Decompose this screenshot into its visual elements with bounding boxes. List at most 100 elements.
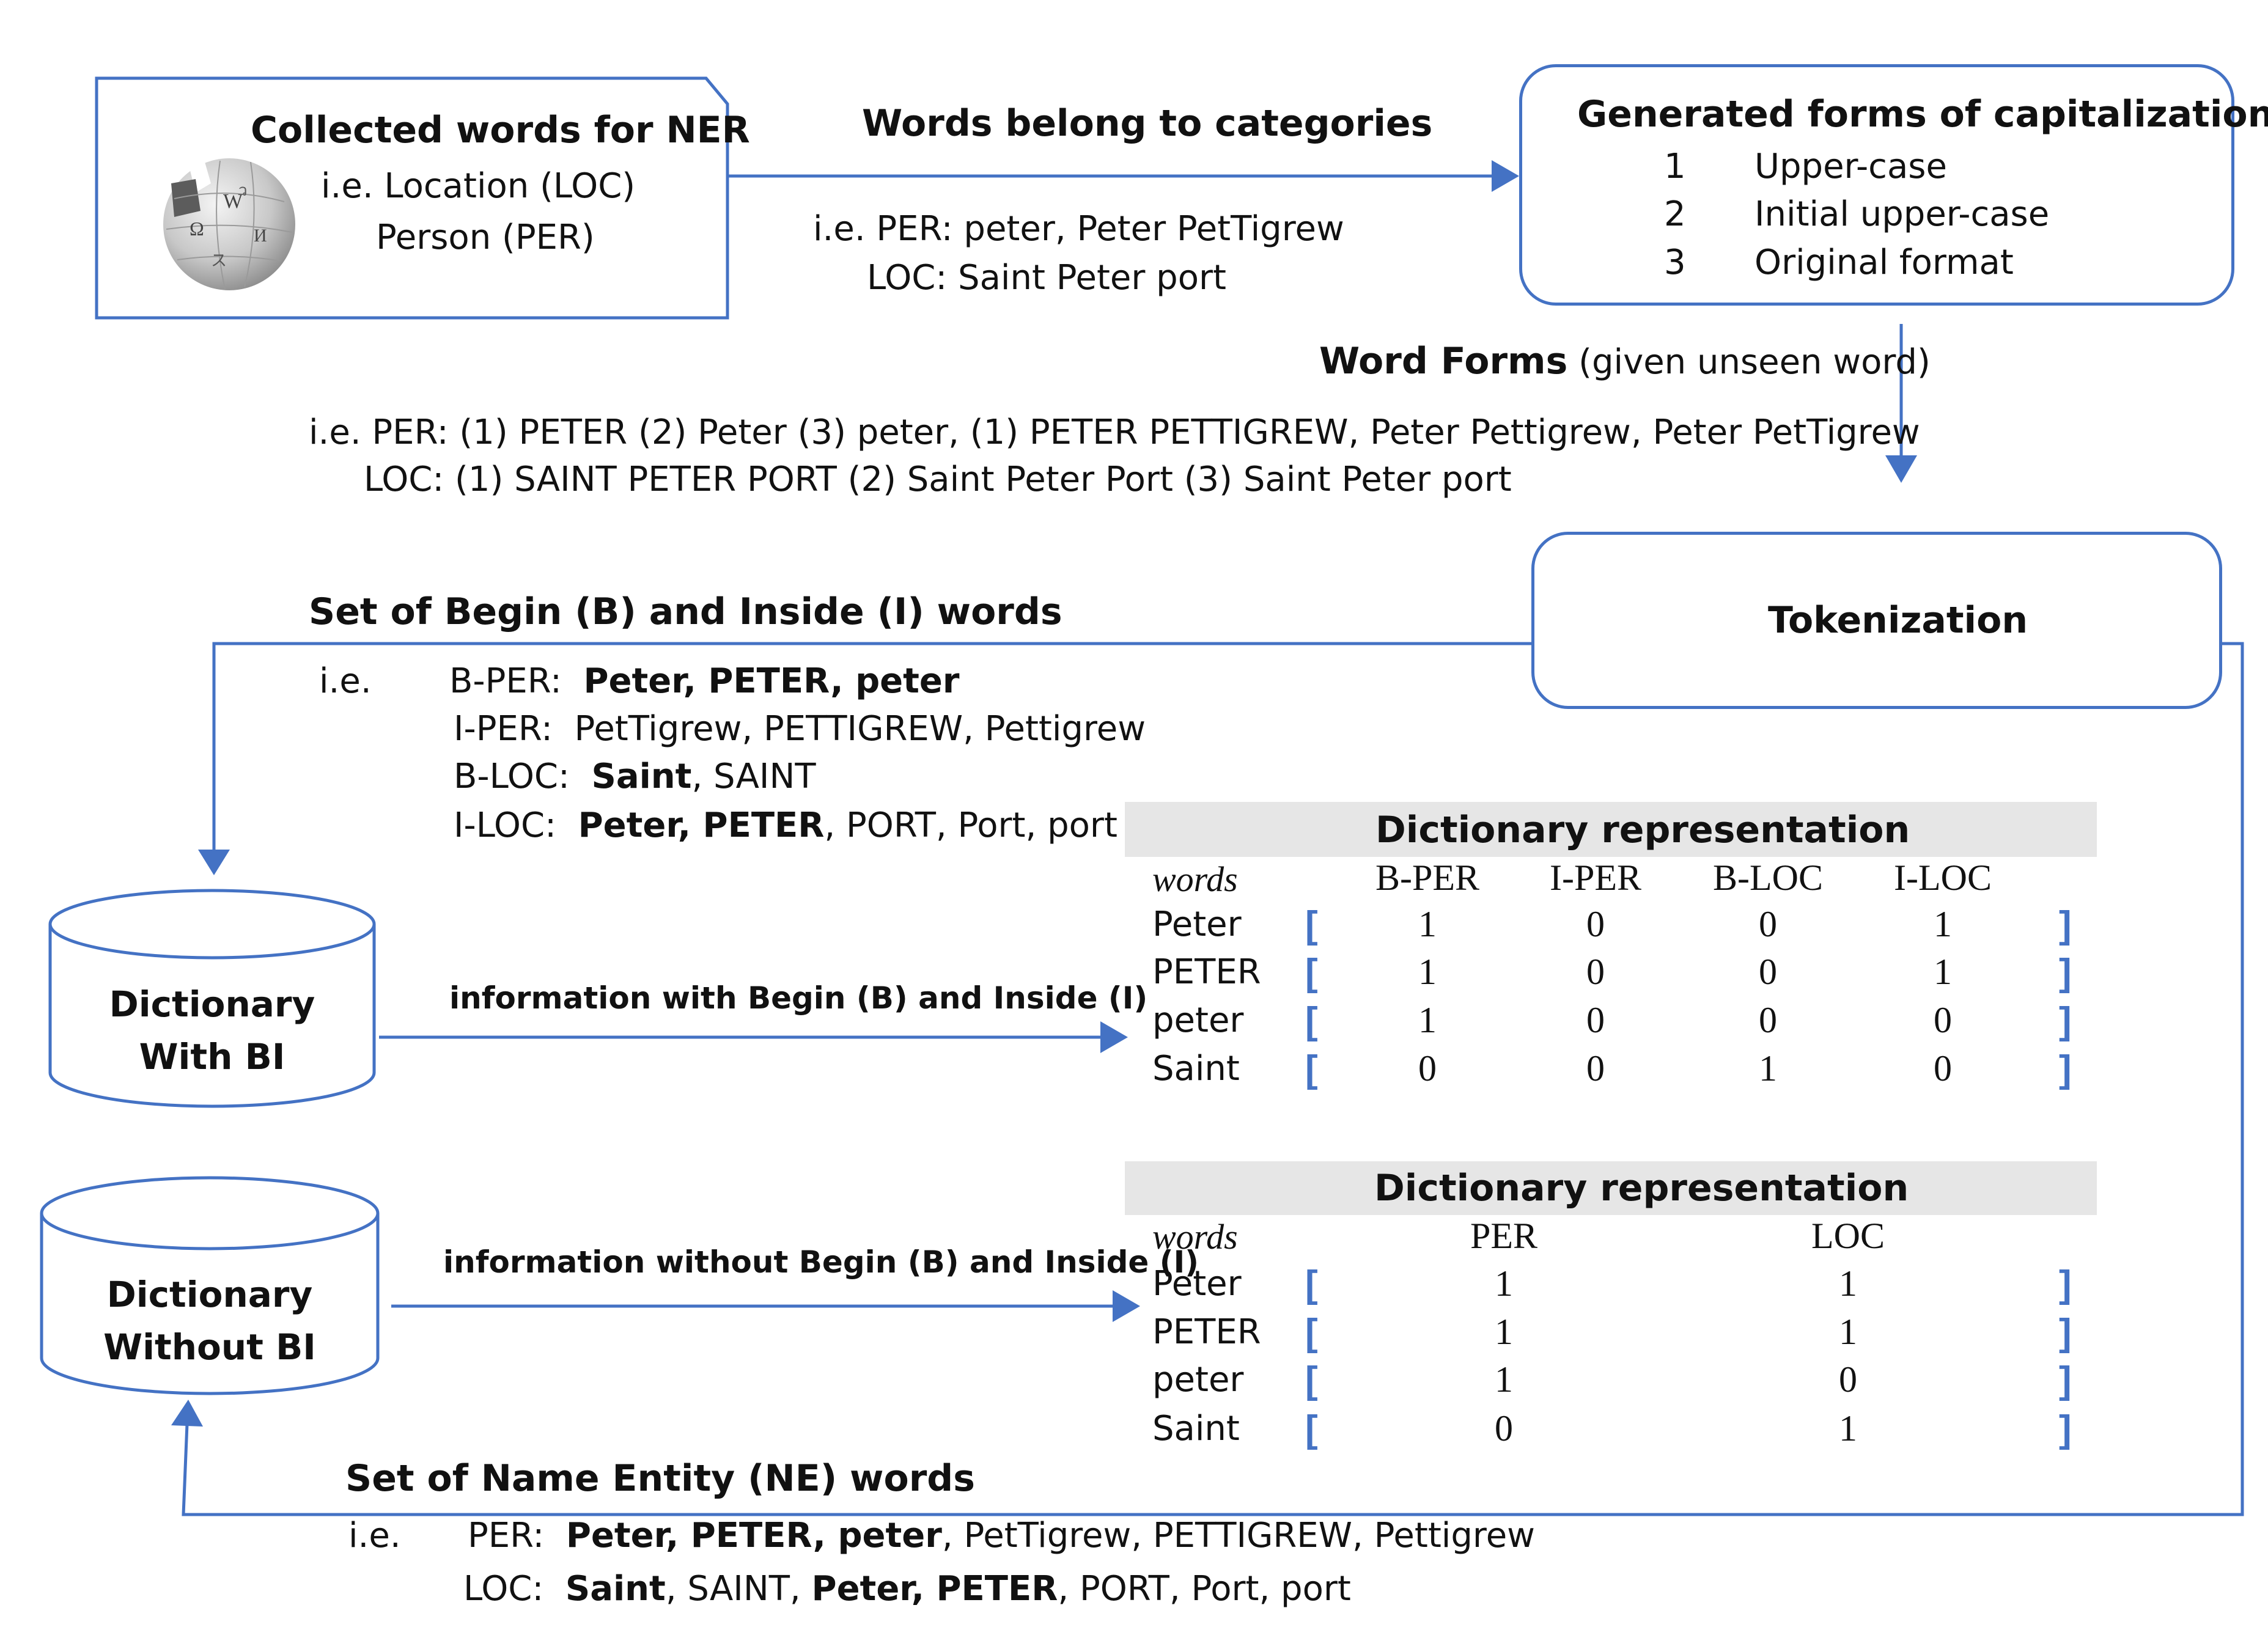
ne-bold-words: Saint [565,1569,666,1609]
dict-with-bi-label: Dictionary With BI [50,978,374,1083]
bi-set-row-b-loc: B-LOC: Saint, SAINT [454,757,816,796]
table-bi-close-bracket: ] [2059,904,2072,946]
dict-without-bi-label: Dictionary Without BI [42,1268,378,1373]
table-bi-cell: 1 [1934,952,1952,992]
categories-example-loc: LOC: Saint Peter port [867,258,1226,298]
dict-nobi-arrow-label: information without Begin (B) and Inside… [443,1244,1199,1280]
bi-rest-words: PetTigrew, PETTIGREW, Pettigrew [574,709,1146,749]
categories-example-per: i.e. PER: peter, Peter PetTigrew [813,209,1344,249]
ne-bold-words: Peter, PETER [811,1569,1058,1609]
table-bi-open-bracket: [ [1305,952,1318,994]
capitalization-item-number: 2 [1664,194,1686,234]
table-bi-row-word: Saint [1152,1049,1240,1089]
dict-with-bi-cylinder [48,889,376,1108]
collected-box-line-person: Person (PER) [376,218,595,257]
ne-bold-words: Peter, PETER, peter [565,1516,942,1555]
bi-set-row-i-loc: I-LOC: Peter, PETER, PORT, Port, port [454,806,1117,845]
table-bi-open-bracket: [ [1305,1048,1318,1090]
collected-box-line-location: i.e. Location (LOC) [321,166,636,206]
table-bi-cell: 0 [1759,904,1777,944]
table-bi-header-bg [1125,802,2097,857]
table-ne-row-word: Peter [1152,1264,1242,1304]
table-ne-words-header: words [1152,1217,1238,1257]
word-forms-label-bold: Word Forms [1319,340,1568,383]
ne-set-row-per: PER: Peter, PETER, peter, PetTigrew, PET… [468,1516,1535,1555]
table-ne-column-header: PER [1470,1216,1538,1256]
table-bi-row-word: Peter [1152,905,1242,944]
bi-set-row-i-per: I-PER: PetTigrew, PETTIGREW, Pettigrew [454,709,1146,749]
table-ne-title: Dictionary representation [1374,1167,1909,1210]
table-ne-open-bracket: [ [1305,1263,1318,1306]
table-bi-cell: 0 [1934,1048,1952,1089]
bi-set-title: Set of Begin (B) and Inside (I) words [309,590,1062,633]
table-bi-cell: 1 [1934,904,1952,944]
table-bi-column-header: I-PER [1550,858,1641,898]
ne-set-ie: i.e. [348,1516,401,1555]
ne-set-row-loc: LOC: Saint, SAINT, Peter, PETER, PORT, P… [463,1569,1351,1609]
table-ne-cell: 1 [1839,1408,1857,1449]
table-ne-close-bracket: ] [2059,1263,2072,1306]
svg-text:W: W [223,190,243,213]
table-bi-cell: 1 [1418,904,1437,944]
table-bi-column-header: B-LOC [1713,858,1823,898]
dict-with-bi-label-line2: With BI [139,1036,285,1078]
bi-bold-words: Peter, PETER [578,806,825,845]
bi-tag: I-PER: [454,709,553,749]
ne-rest-words: , SAINT, [665,1569,812,1609]
word-forms-example-per: i.e. PER: (1) PETER (2) Peter (3) peter,… [309,413,1920,452]
tokenization-box-title: Tokenization [1768,599,2028,642]
table-bi-column-header: I-LOC [1894,858,1992,898]
table-bi-open-bracket: [ [1305,1000,1318,1042]
capitalization-box-title: Generated forms of capitalization [1577,93,2268,136]
word-forms-label: Word Forms (given unseen word) [1319,340,1931,383]
capitalization-item-number: 1 [1664,147,1686,186]
table-bi-close-bracket: ] [2059,952,2072,994]
arrow-tokenization-to-dict-nobi [182,642,2244,1516]
ne-set-title: Set of Name Entity (NE) words [345,1457,975,1500]
table-ne-open-bracket: [ [1305,1359,1318,1401]
table-ne-row-word: PETER [1152,1312,1261,1352]
word-forms-example-loc: LOC: (1) SAINT PETER PORT (2) Saint Pete… [364,460,1512,499]
table-bi-words-header: words [1152,859,1238,899]
capitalization-item-number: 3 [1664,243,1686,282]
bi-set-row-b-per: B-PER: Peter, PETER, peter [449,661,960,701]
bi-tag: B-PER: [449,661,562,701]
bi-rest-words: , SAINT [691,757,816,796]
bi-tag: B-LOC: [454,757,570,796]
table-ne-column-header: LOC [1811,1216,1885,1256]
table-ne-cell: 0 [1495,1408,1513,1449]
table-ne-cell: 1 [1495,1312,1513,1352]
table-ne-close-bracket: ] [2059,1359,2072,1401]
table-ne-header-bg [1125,1161,2097,1215]
table-ne-close-bracket: ] [2059,1312,2072,1354]
table-ne-cell: 1 [1495,1359,1513,1400]
table-bi-cell: 0 [1934,1000,1952,1040]
table-ne-open-bracket: [ [1305,1408,1318,1450]
bi-tag: I-LOC: [454,806,556,845]
capitalization-item-text: Initial upper-case [1754,194,2050,234]
svg-text:И: И [254,226,267,246]
svg-text:Ω: Ω [190,218,204,240]
svg-text:ス: ス [211,252,227,270]
capitalization-item-text: Upper-case [1754,147,1947,186]
capitalization-item-text: Original format [1754,243,2014,282]
table-bi-cell: 1 [1759,1048,1777,1089]
table-bi-column-header: B-PER [1375,858,1480,898]
table-bi-cell: 0 [1418,1048,1437,1089]
dict-bi-arrow-label: information with Begin (B) and Inside (I… [449,980,1148,1016]
table-bi-cell: 1 [1418,952,1437,992]
table-ne-close-bracket: ] [2059,1408,2072,1450]
table-ne-cell: 0 [1839,1359,1857,1400]
table-bi-cell: 0 [1586,952,1605,992]
table-ne-row-word: Saint [1152,1409,1240,1449]
dict-without-bi-label-line2: Without BI [103,1326,316,1368]
table-ne-cell: 1 [1495,1263,1513,1304]
ne-rest-words: , PORT, Port, port [1058,1569,1351,1609]
dict-with-bi-label-line1: Dictionary [109,983,315,1025]
table-bi-cell: 0 [1759,1000,1777,1040]
table-bi-cell: 1 [1418,1000,1437,1040]
dict-without-bi-label-line1: Dictionary [106,1274,313,1315]
table-bi-cell: 0 [1586,1000,1605,1040]
wikipedia-globe-icon: W Ω И ว ス [163,158,295,290]
